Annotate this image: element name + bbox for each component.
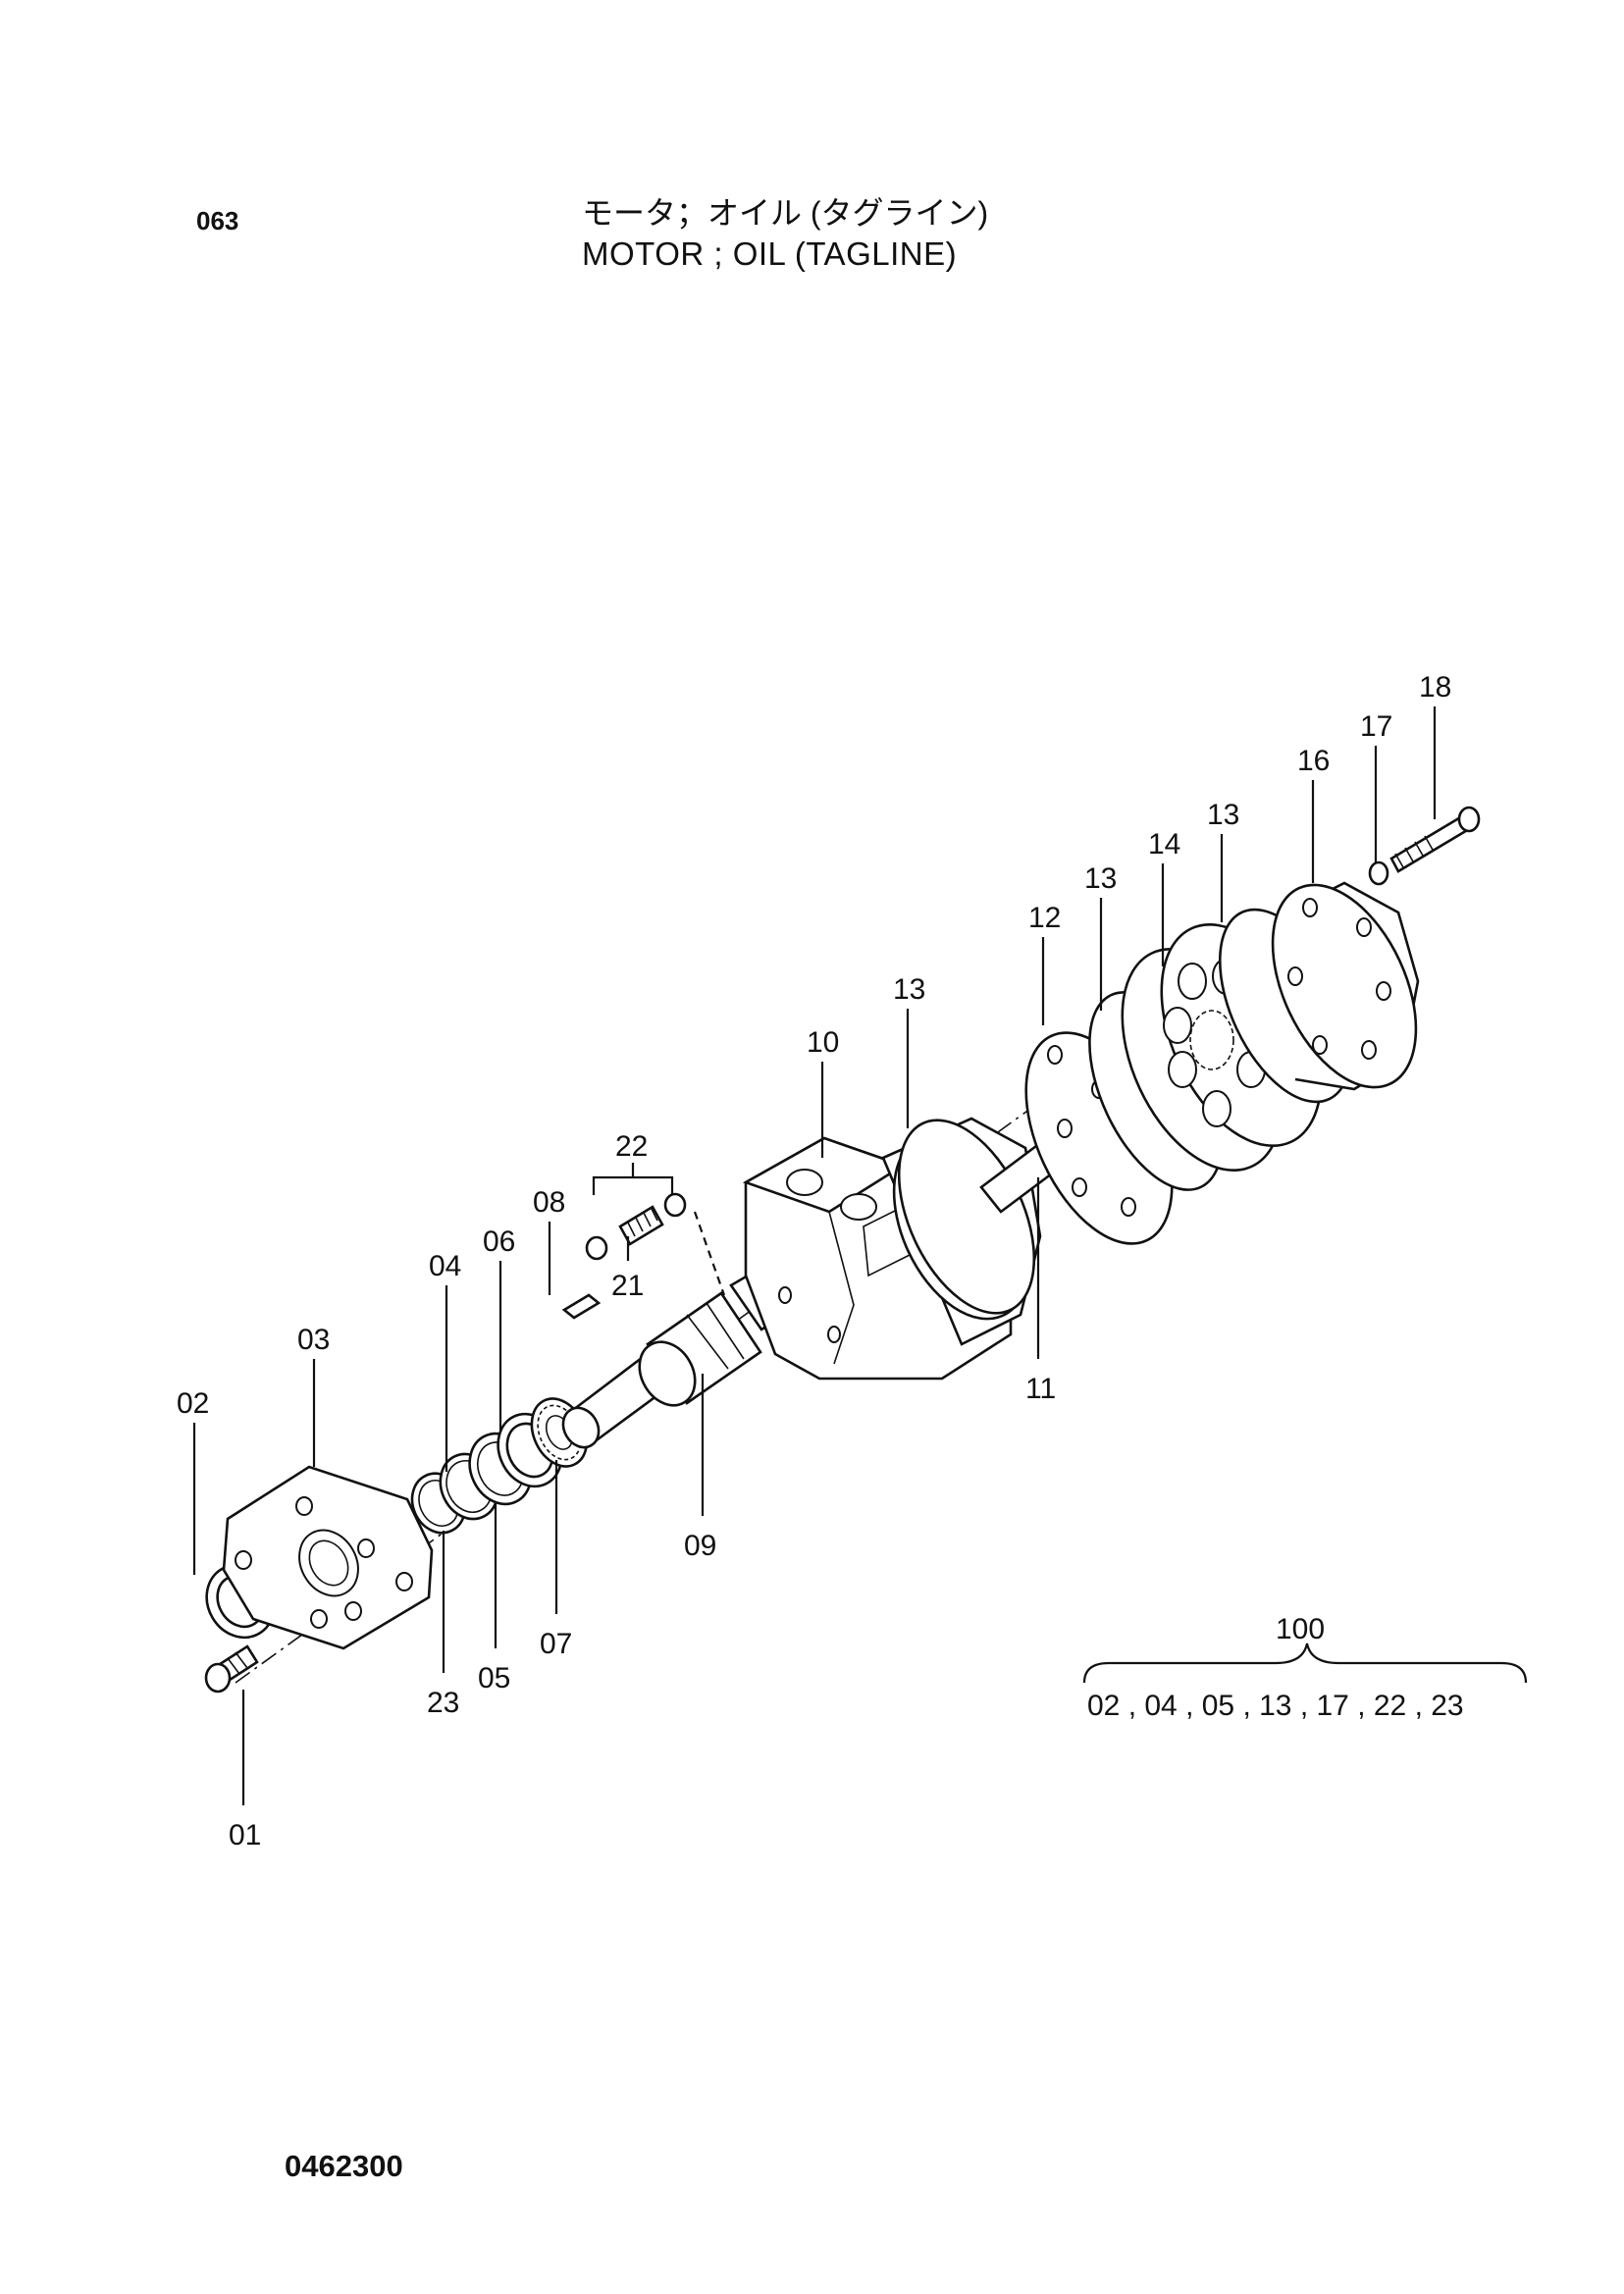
callout-22: 22 bbox=[615, 1130, 648, 1163]
document-number: 0462300 bbox=[285, 2149, 403, 2183]
part-03-flange bbox=[222, 1465, 434, 1650]
callout-17: 17 bbox=[1360, 710, 1392, 743]
callout-leaders bbox=[192, 706, 1437, 1805]
page-code: 063 bbox=[196, 206, 239, 235]
callout-04: 04 bbox=[429, 1250, 461, 1282]
part-17-washer bbox=[1368, 860, 1389, 886]
kit-brace bbox=[1082, 1642, 1528, 1684]
callout-23: 23 bbox=[427, 1687, 459, 1719]
callout-08: 08 bbox=[533, 1186, 565, 1219]
part-22-ball-left bbox=[585, 1235, 608, 1261]
callout-13b: 13 bbox=[1084, 862, 1117, 895]
callout-18: 18 bbox=[1419, 671, 1451, 704]
title-english: MOTOR ; OIL (TAGLINE) bbox=[582, 235, 958, 272]
callout-01: 01 bbox=[229, 1819, 261, 1851]
callout-11: 11 bbox=[1025, 1373, 1056, 1405]
part-22-ball-right bbox=[663, 1192, 687, 1218]
callout-16: 16 bbox=[1297, 745, 1330, 777]
part-18-bolt bbox=[1389, 806, 1481, 873]
callout-07: 07 bbox=[540, 1628, 572, 1660]
callout-10: 10 bbox=[807, 1026, 839, 1059]
callout-03: 03 bbox=[297, 1324, 330, 1356]
callout-13c: 13 bbox=[1207, 799, 1239, 831]
part-08-key bbox=[561, 1293, 602, 1320]
kit-number: 100 bbox=[1276, 1613, 1325, 1645]
callout-12: 12 bbox=[1028, 902, 1061, 934]
part-16-end-cover bbox=[1271, 881, 1420, 1091]
callout-06: 06 bbox=[483, 1225, 515, 1258]
callout-13a: 13 bbox=[893, 973, 925, 1006]
callout-09: 09 bbox=[684, 1530, 716, 1562]
callout-02: 02 bbox=[177, 1387, 209, 1420]
callout-21: 21 bbox=[611, 1270, 644, 1302]
part-01-plug bbox=[204, 1644, 259, 1694]
part-21-spring bbox=[618, 1205, 664, 1246]
callout-05: 05 bbox=[478, 1662, 510, 1694]
title-japanese: モータ；オイル (タグライン) bbox=[582, 195, 989, 231]
callout-14: 14 bbox=[1148, 828, 1180, 860]
kit-contents: 02 , 04 , 05 , 13 , 17 , 22 , 23 bbox=[1087, 1690, 1464, 1722]
